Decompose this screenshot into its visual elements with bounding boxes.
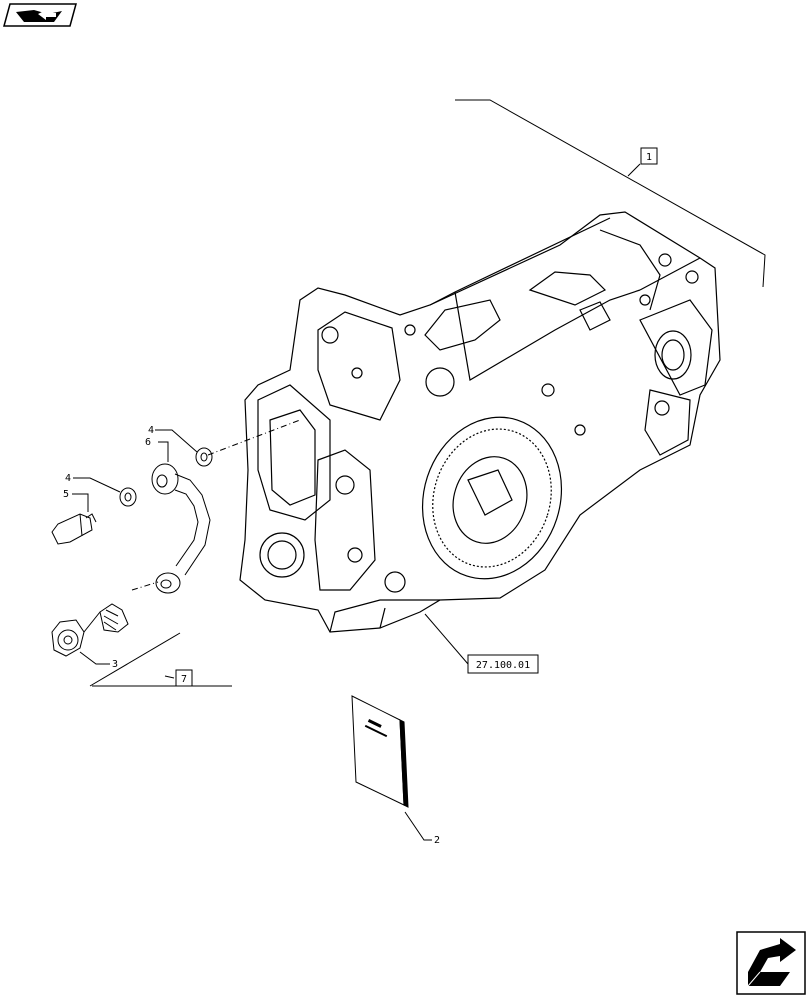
adapter-fitting — [51, 603, 129, 657]
washer-upper — [195, 447, 213, 467]
callout-3-label: 3 — [112, 659, 118, 670]
callout-4-upper-label: 4 — [148, 425, 154, 436]
manual-booklet — [351, 695, 409, 808]
transmission-housing — [239, 211, 721, 633]
next-page-arrow-icon[interactable] — [736, 931, 806, 995]
callout-2-label: 2 — [434, 835, 440, 846]
assembly-centerline — [207, 419, 301, 456]
callout-7: 7 — [89, 632, 232, 687]
washer-lower — [119, 487, 137, 507]
callout-5-label: 5 — [63, 489, 69, 500]
banjo-bolt — [51, 513, 97, 545]
book-arrow-icon[interactable] — [3, 3, 77, 27]
callout-1-label: 1 — [646, 152, 652, 163]
callout-7-label: 7 — [181, 674, 187, 685]
reference-callout: 27.100.01 — [424, 613, 539, 674]
pipe-assembly — [151, 463, 211, 594]
callout-6-label: 6 — [145, 437, 151, 448]
callout-1: 1 — [455, 99, 766, 288]
reference-label: 27.100.01 — [476, 660, 530, 671]
callout-4-lower-label: 4 — [65, 473, 71, 484]
